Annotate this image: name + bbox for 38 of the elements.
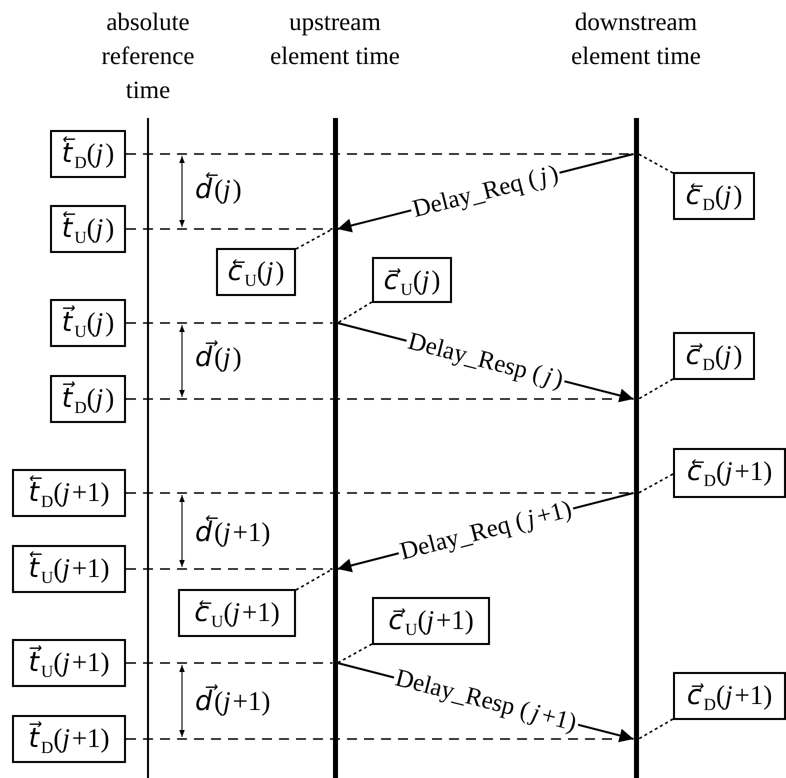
timestamp-box: t⃗$_{U}$(j): [50, 299, 126, 347]
lifeline: [147, 118, 149, 778]
delay-label: d⃖(j): [195, 172, 242, 206]
lifeline-header: downstream element time: [571, 8, 701, 72]
timestamp-box: c⃗$_{U}$(j+1): [372, 597, 490, 645]
timestamp-box: t⃖$_{D}$(j+1): [12, 469, 126, 517]
timestamp-box: t⃖$_{U}$(j): [50, 205, 126, 253]
timestamp-box: c⃗$_{D}$(j): [673, 332, 755, 380]
lifeline: [634, 118, 638, 778]
timestamp-box: t⃖$_{D}$(j): [50, 130, 126, 178]
timestamp-box: c⃗$_{D}$(j+1): [673, 672, 786, 720]
timestamp-box: t⃗$_{U}$(j+1): [12, 639, 126, 687]
leader-line: [638, 378, 674, 400]
leader-line: [296, 568, 333, 591]
timestamp-box: t⃗$_{D}$(j+1): [12, 715, 126, 763]
delay-label: d⃖(j+1): [195, 515, 270, 549]
time-line: [126, 322, 332, 324]
timestamp-box: c⃖$_{U}$(j): [216, 248, 296, 296]
leader-line: [296, 228, 333, 250]
timestamp-box: t⃖$_{U}$(j+1): [12, 545, 126, 593]
time-line: [126, 228, 332, 230]
timestamp-box: c⃖$_{U}$(j+1): [178, 589, 296, 637]
time-line: [126, 568, 332, 570]
leader-line: [337, 643, 372, 664]
timestamp-box: t⃗$_{D}$(j): [50, 375, 126, 423]
leader-line: [638, 718, 674, 740]
timestamp-box: c⃖$_{D}$(j): [673, 172, 755, 220]
leader-line: [638, 153, 674, 174]
delay-label: d⃗(j+1): [195, 684, 270, 718]
lifeline: [332, 118, 338, 778]
leader-line: [337, 301, 372, 324]
lifeline-header: absolute reference time: [100, 8, 196, 106]
timestamp-box: c⃗$_{U}$(j): [372, 257, 452, 303]
delay-label: d⃗(j): [195, 340, 242, 374]
time-line: [126, 662, 332, 664]
leader-line: [638, 473, 674, 494]
lifeline-header: upstream element time: [270, 8, 400, 72]
timestamp-box: c⃖$_{D}$(j+1): [673, 448, 786, 498]
